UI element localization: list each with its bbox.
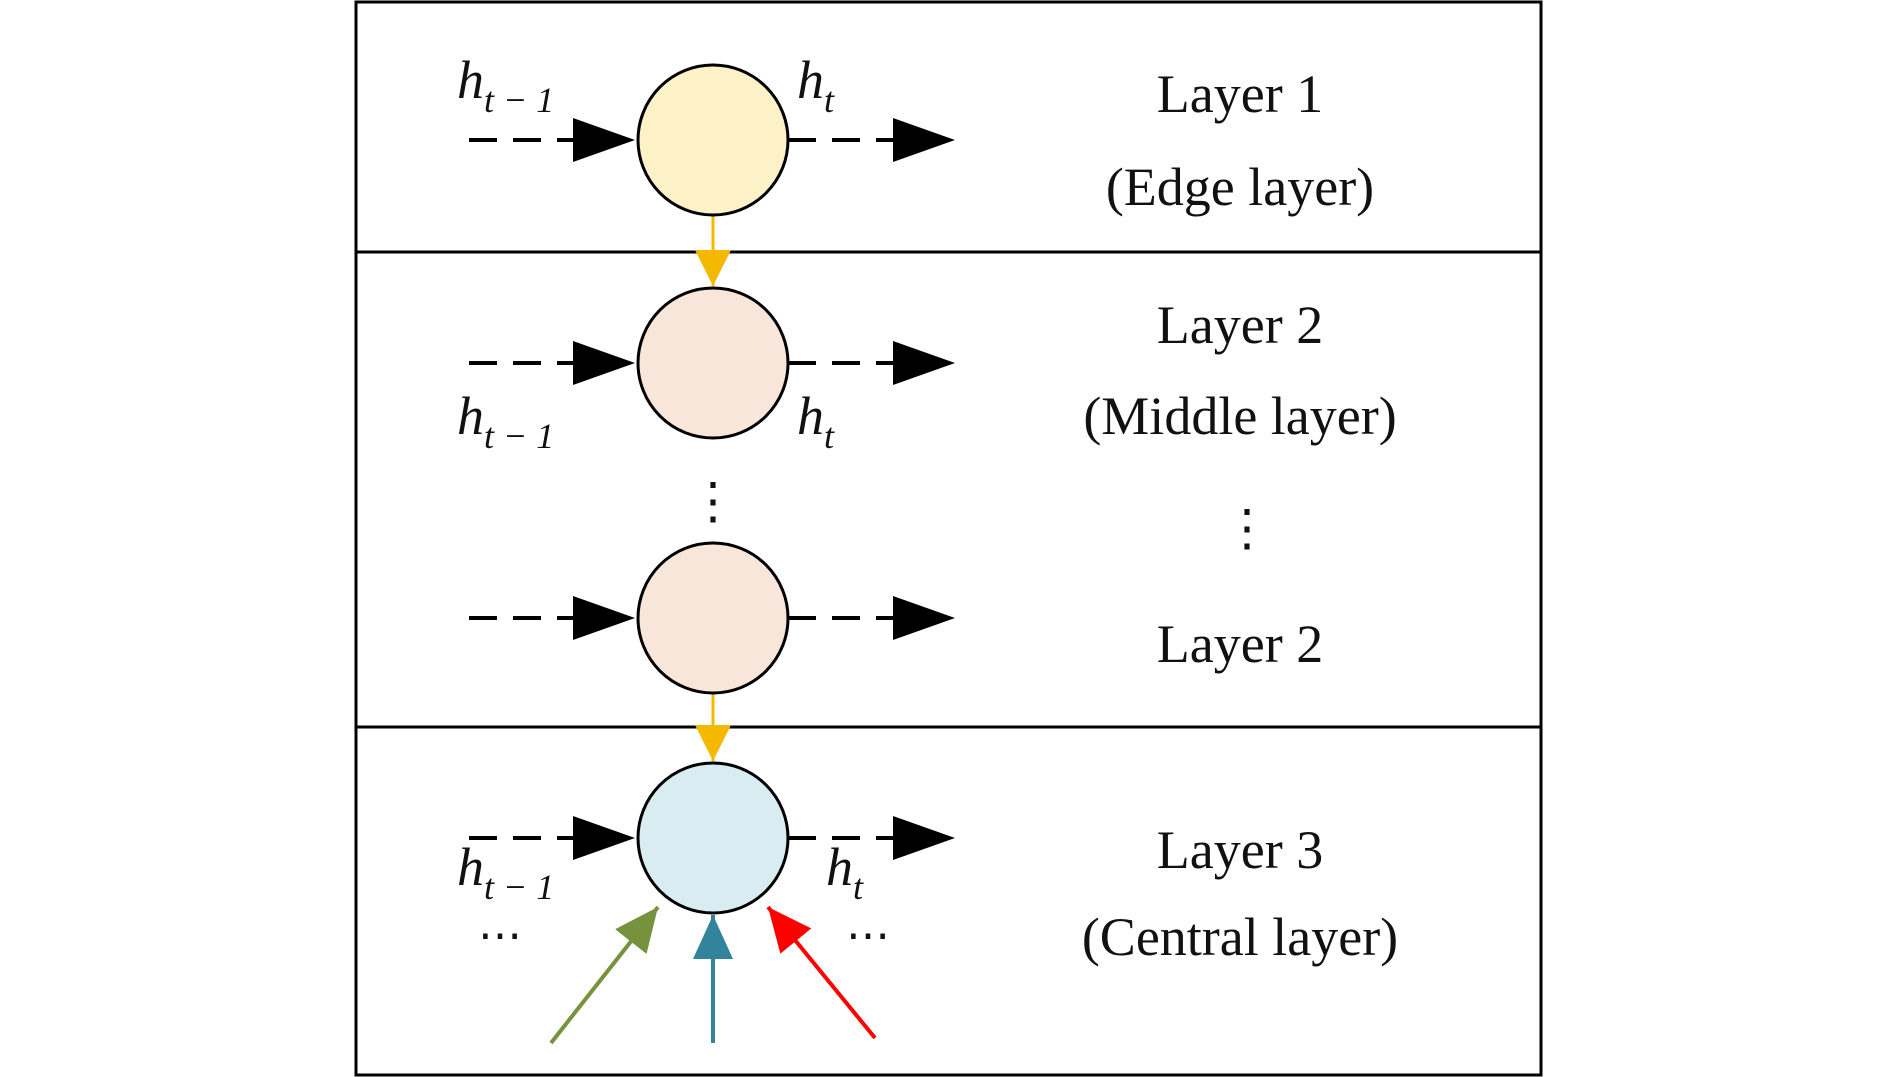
green-input-arrow	[549, 905, 660, 1045]
layer-label: Layer 3	[1157, 820, 1323, 880]
outer-frame	[354, 0, 1543, 1077]
red-input-arrow	[766, 905, 877, 1040]
layer-label: Layer 2	[1157, 614, 1323, 674]
horizontal-ellipsis: ⋯	[846, 911, 890, 960]
horizontal-ellipsis: ⋯	[478, 911, 522, 960]
edge-layer-node	[636, 63, 790, 217]
vertical-ellipsis: ⋮	[1222, 500, 1272, 556]
h-t-minus-1-label: ht − 1	[457, 837, 554, 907]
h-t-minus-1-label: ht − 1	[457, 386, 554, 456]
layer-label: Layer 1	[1157, 64, 1323, 124]
middle-layer-node	[636, 541, 790, 695]
layer-sublabel: (Edge layer)	[1106, 157, 1374, 217]
h-t-minus-1-label: ht − 1	[457, 50, 554, 120]
central-layer-node	[636, 761, 790, 915]
layer-sublabel: (Middle layer)	[1083, 386, 1396, 446]
h-t-label: ht	[797, 386, 835, 456]
h-t-label: ht	[797, 50, 835, 120]
h-t-label: ht	[826, 837, 864, 907]
vertical-ellipsis: ⋮	[688, 473, 738, 529]
layer-label: Layer 2	[1157, 295, 1323, 355]
middle-layer-node	[636, 286, 790, 440]
layer-sublabel: (Central layer)	[1082, 907, 1398, 967]
